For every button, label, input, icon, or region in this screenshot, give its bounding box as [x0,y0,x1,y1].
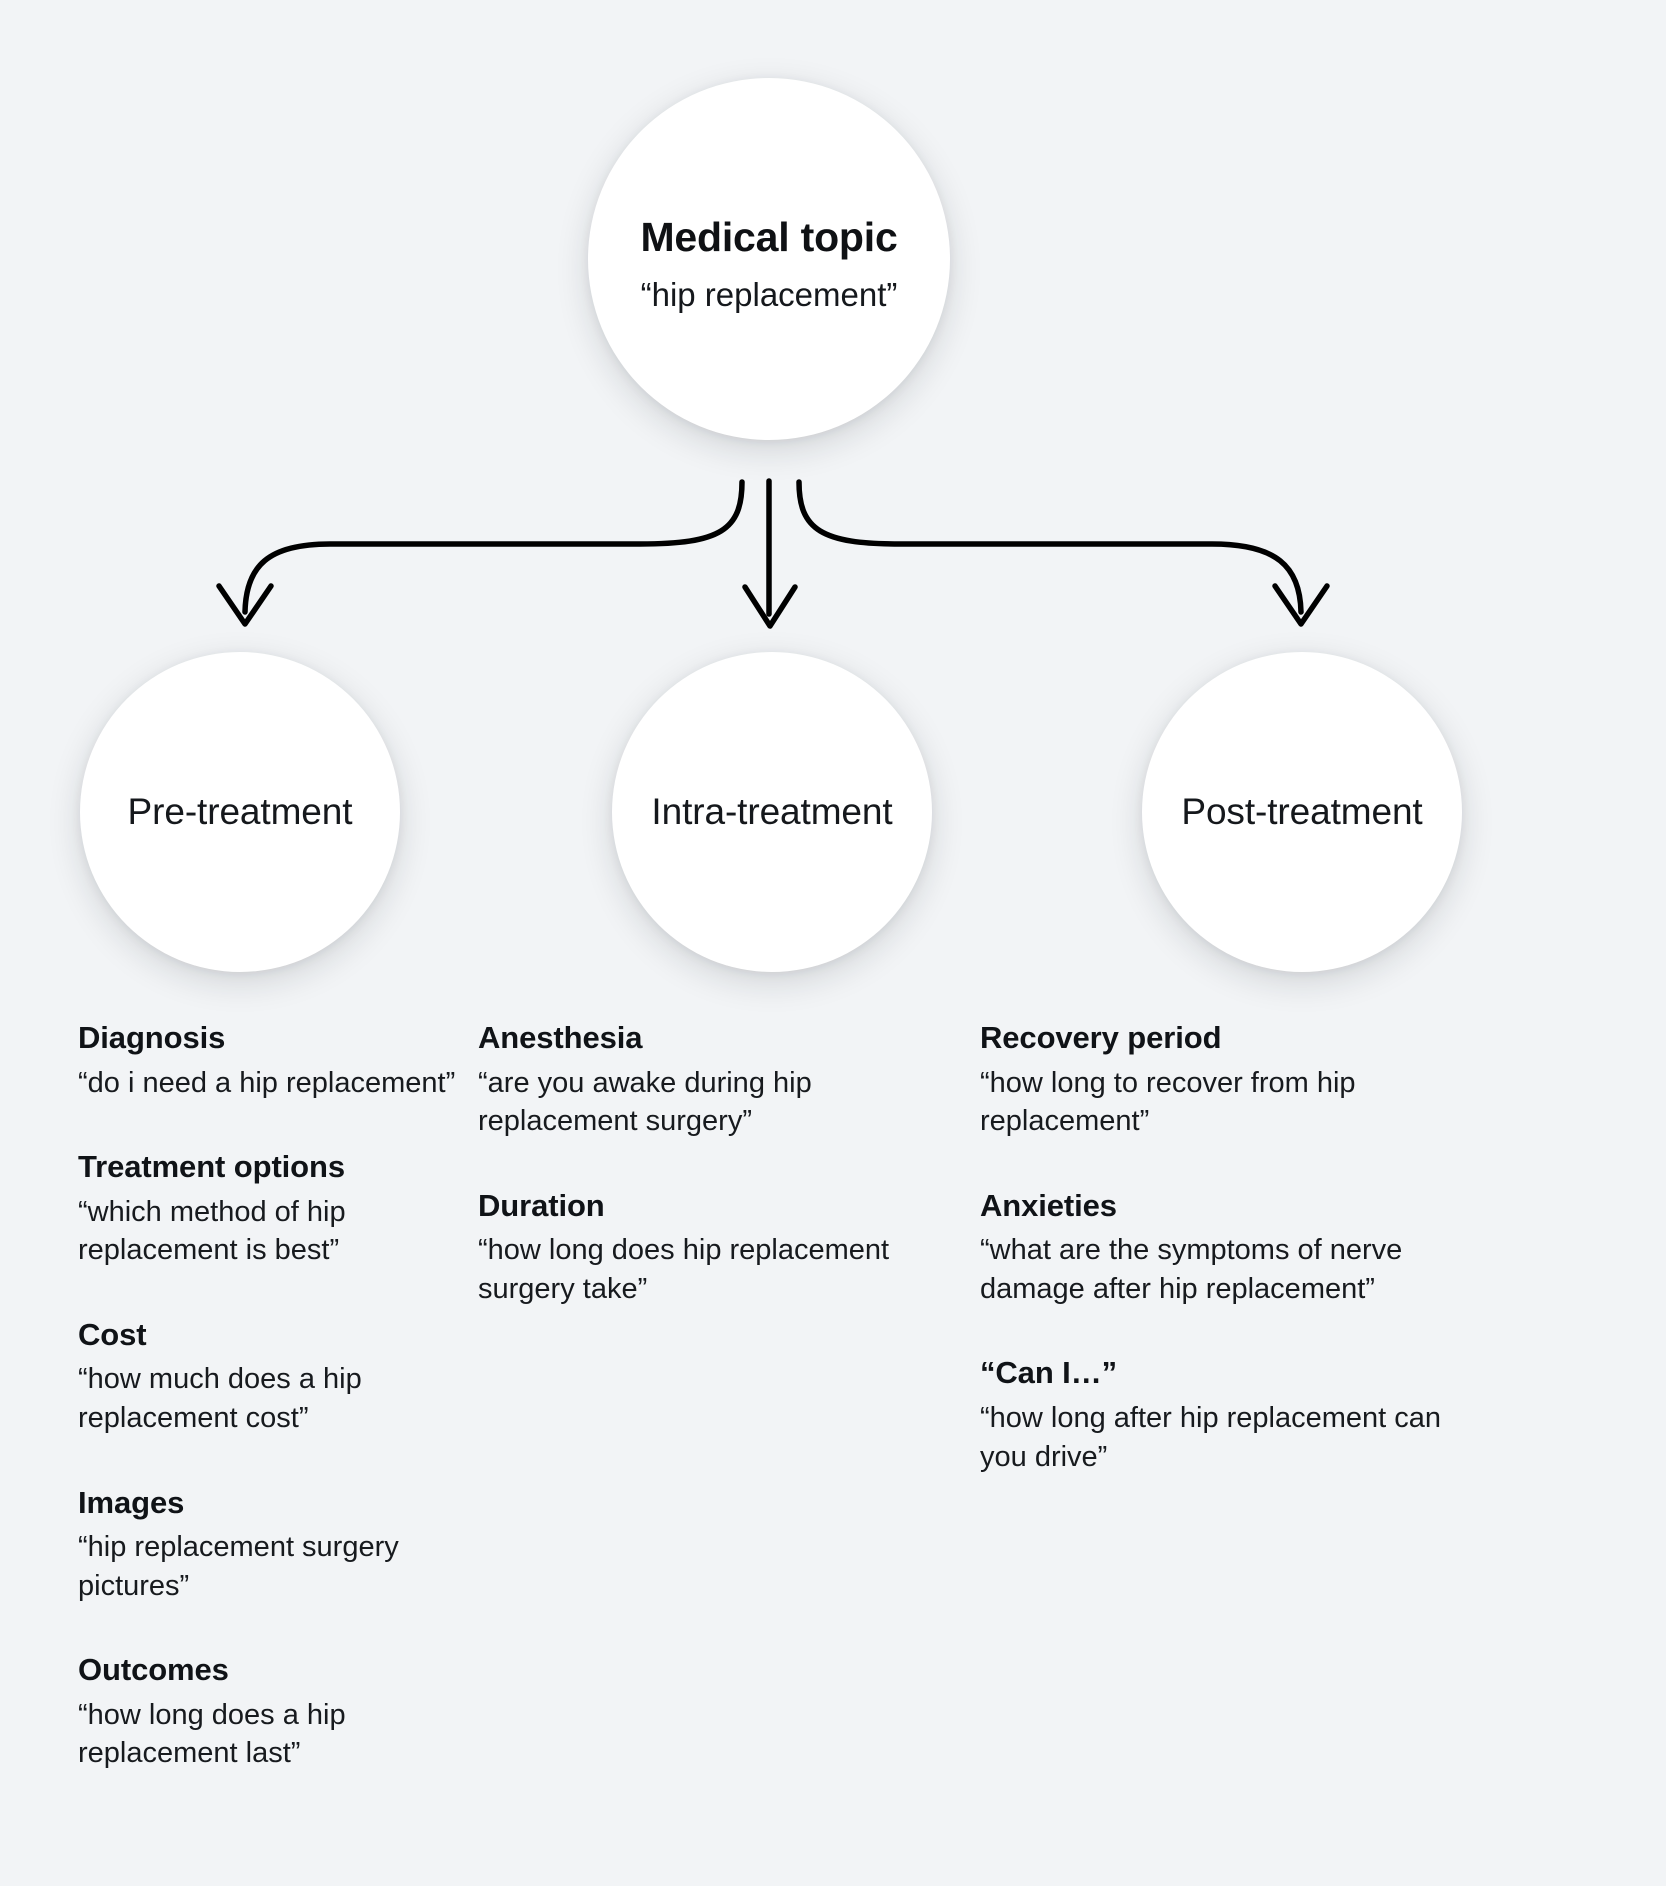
facet-query: “what are the symptoms of nerve damage a… [980,1234,1403,1305]
facet-item: “Can I…” “how long after hip replacement… [980,1355,1460,1476]
facet-query: “how long does hip replacement surgery t… [478,1234,890,1305]
facet-label: “Can I…” [980,1355,1117,1391]
facet-item: Outcomes “how long does a hip replacemen… [78,1652,460,1773]
facet-item: Recovery period “how long to recover fro… [980,1020,1460,1141]
facet-item: Diagnosis “do i need a hip replacement” [78,1020,460,1102]
facet-columns: Diagnosis “do i need a hip replacement” … [0,1020,1666,1773]
facet-item: Images “hip replacement surgery pictures… [78,1485,460,1606]
facet-label: Anxieties [980,1187,1117,1223]
facet-query: “which method of hip replacement is best… [78,1195,346,1267]
facet-label: Anesthesia [478,1020,643,1055]
facet-label: Cost [78,1316,147,1352]
node-medical-topic-content: Medical topic “hip replacement” [640,214,898,315]
facet-query: “are you awake during hip replacement su… [478,1066,812,1138]
node-medical-topic-title: Medical topic [640,214,898,261]
node-pre-treatment[interactable]: Pre-treatment [80,652,400,972]
facet-query: “do i need a hip replacement” [78,1066,456,1099]
arrow-to-intra-treatment [742,478,798,629]
facet-column-intra-treatment: Anesthesia “are you awake during hip rep… [478,1020,998,1773]
facet-label: Images [78,1484,185,1520]
facet-query: “how much does a hip replacement cost” [78,1363,362,1434]
facet-label: Recovery period [980,1020,1222,1055]
facet-column-post-treatment: Recovery period “how long to recover fro… [980,1020,1500,1773]
facet-label: Outcomes [78,1652,229,1688]
node-pre-treatment-label: Pre-treatment [127,791,353,832]
facet-query: “how long does a hip replacement last” [78,1698,346,1770]
node-intra-treatment-label: Intra-treatment [651,791,893,832]
arrow-to-post-treatment [796,479,1330,627]
facet-query: “hip replacement surgery pictures” [78,1531,399,1602]
facet-label: Diagnosis [78,1020,226,1055]
facet-query: “how long to recover from hip replacemen… [980,1066,1356,1138]
facet-label: Treatment options [78,1149,345,1185]
facet-column-pre-treatment: Diagnosis “do i need a hip replacement” … [0,1020,520,1773]
facet-item: Duration “how long does hip replacement … [478,1188,968,1309]
node-post-treatment[interactable]: Post-treatment [1142,652,1462,972]
facet-item: Anxieties “what are the symptoms of nerv… [980,1188,1460,1309]
node-intra-treatment[interactable]: Intra-treatment [612,652,932,972]
facet-item: Cost “how much does a hip replacement co… [78,1317,460,1438]
facet-label: Duration [478,1187,605,1223]
facet-query: “how long after hip replacement can you … [980,1401,1442,1473]
facet-item: Anesthesia “are you awake during hip rep… [478,1020,968,1141]
node-post-treatment-label: Post-treatment [1181,791,1423,832]
facet-item: Treatment options “which method of hip r… [78,1149,460,1270]
node-medical-topic-subtitle: “hip replacement” [640,276,898,314]
arrow-to-pre-treatment [216,479,745,627]
node-medical-topic[interactable]: Medical topic “hip replacement” [588,78,950,440]
